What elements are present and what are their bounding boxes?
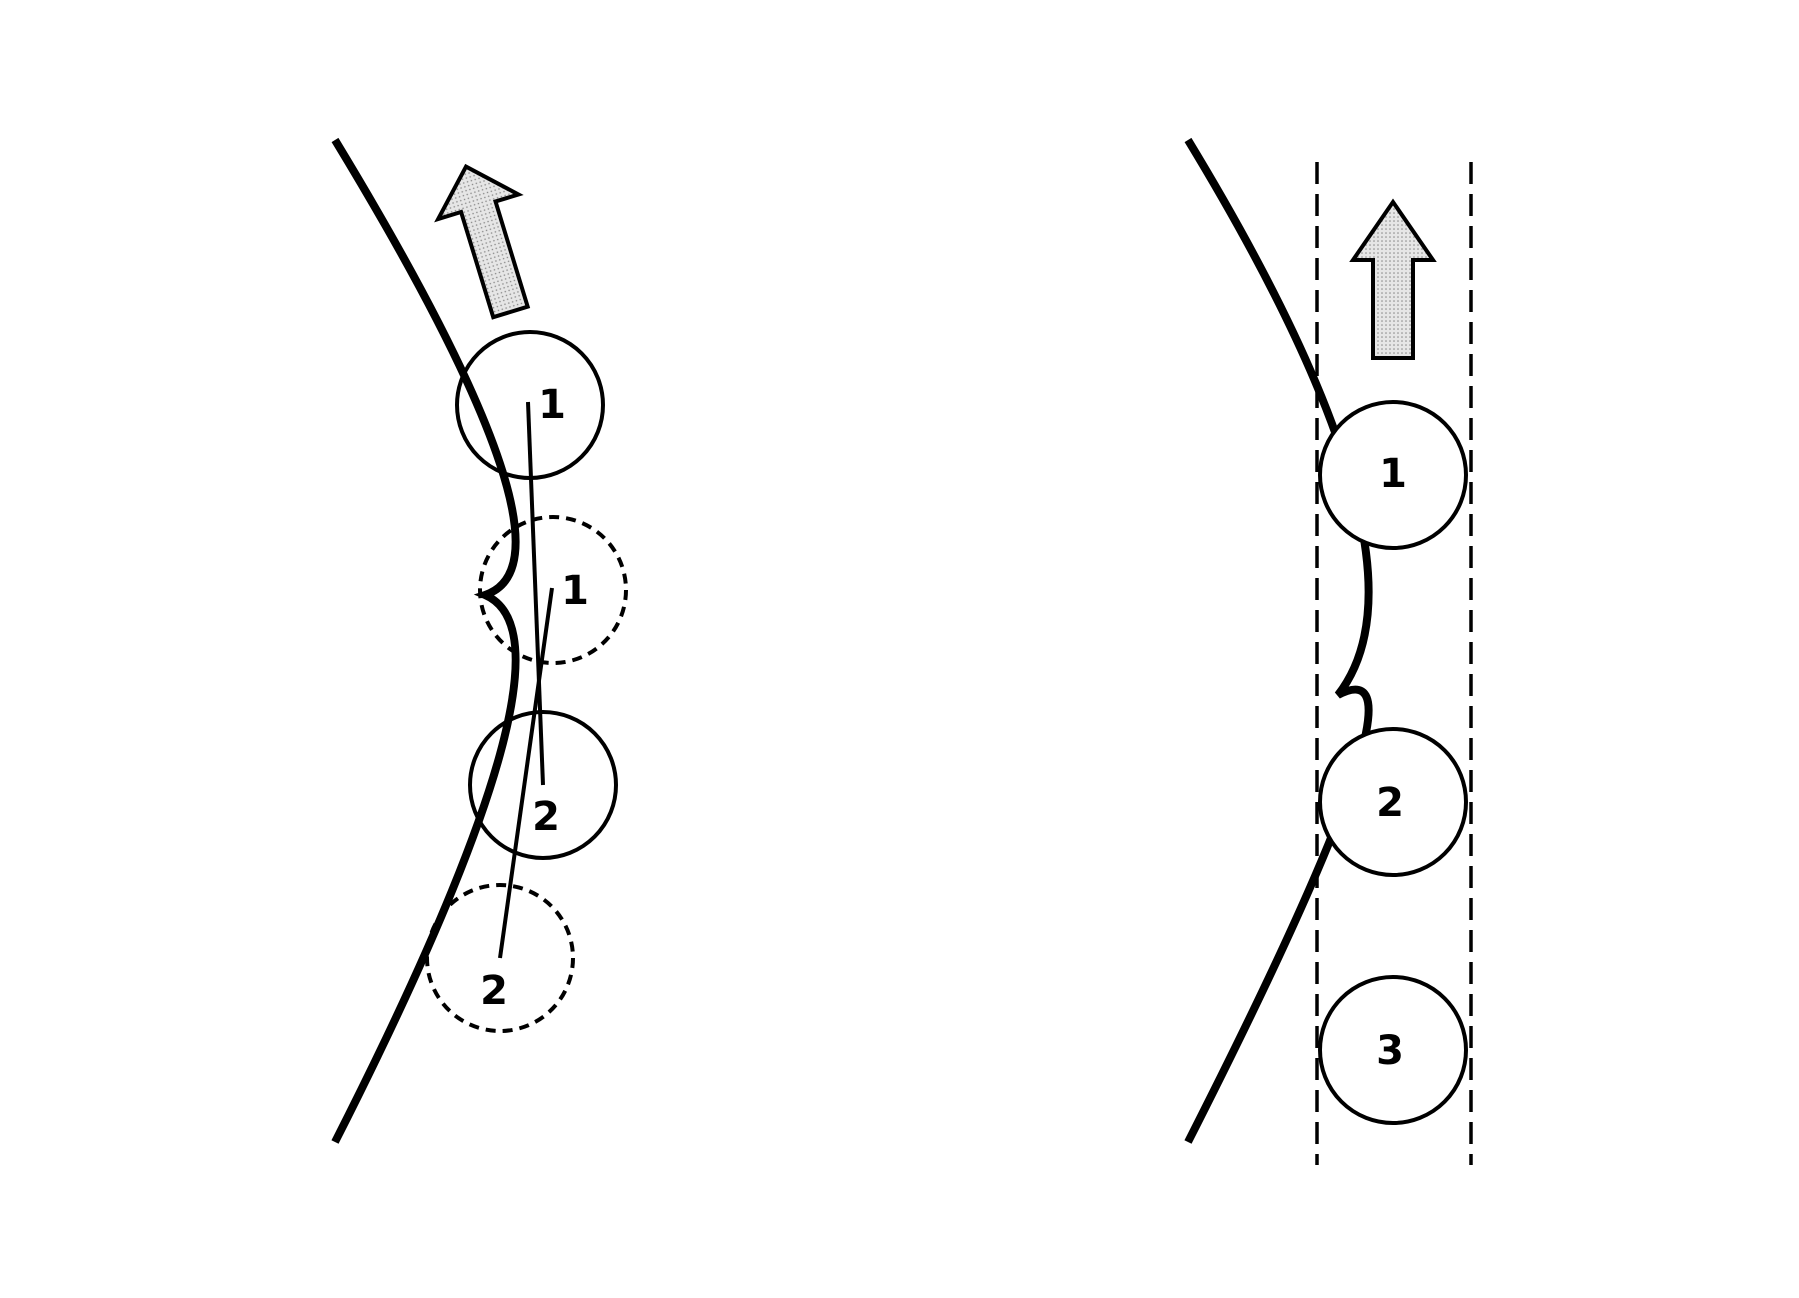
right-ball-1-label: 1	[1379, 451, 1407, 497]
right-ball-2: 2	[1318, 727, 1468, 877]
left-link-line-1	[526, 401, 545, 786]
right-ball-1: 1	[1318, 400, 1468, 550]
right-ball-2-outline	[1318, 727, 1468, 877]
left-motion-arrow	[434, 163, 531, 320]
left-arrow-shape	[434, 163, 531, 320]
left-ghost-ball-2: 2	[425, 883, 575, 1033]
right-ball-3-label: 3	[1376, 1028, 1404, 1074]
left-ball-2: 2	[468, 710, 618, 860]
left-curved-wall	[331, 137, 520, 1144]
left-ghost-ball-2-label: 2	[480, 968, 508, 1014]
left-ball-1: 1	[455, 330, 605, 480]
right-arrow-shape	[1349, 198, 1437, 360]
right-ball-1-outline	[1318, 400, 1468, 550]
right-ball-2-label: 2	[1376, 780, 1404, 826]
left-ghost-ball-1-label: 1	[561, 568, 589, 614]
left-ghost-ball-2-outline	[425, 883, 575, 1033]
left-ball-2-outline	[468, 710, 618, 860]
right-panel: 1 2 3	[1184, 137, 1473, 1165]
left-ball-1-outline	[455, 330, 605, 480]
left-panel: 1 2 1 2	[331, 137, 628, 1144]
right-curved-wall	[1184, 137, 1373, 1144]
right-ball-3-outline	[1318, 975, 1468, 1125]
right-motion-arrow	[1349, 198, 1437, 360]
left-ghost-ball-1: 1	[478, 515, 628, 665]
right-ball-3: 3	[1318, 975, 1468, 1125]
left-ghost-ball-1-outline	[478, 515, 628, 665]
left-ball-2-label: 2	[532, 794, 560, 840]
left-ball-1-label: 1	[538, 382, 566, 428]
left-link-line-2	[498, 587, 554, 959]
